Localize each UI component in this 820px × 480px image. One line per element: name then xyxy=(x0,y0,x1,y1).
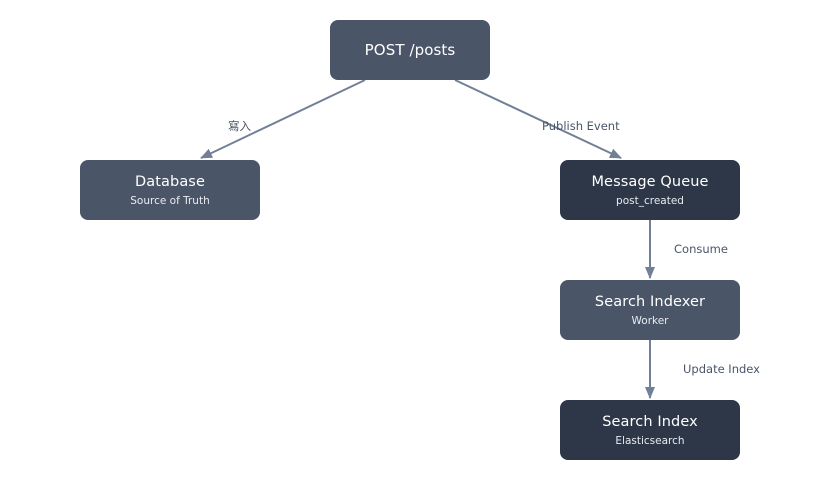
edge-label-publish: Publish Event xyxy=(542,119,620,133)
edge-label-update: Update Index xyxy=(683,362,760,376)
node-database-title: Database xyxy=(135,173,205,190)
node-message-queue-title: Message Queue xyxy=(591,173,709,190)
node-search-indexer-subtitle: Worker xyxy=(631,314,669,327)
node-database-subtitle: Source of Truth xyxy=(130,194,210,207)
node-message-queue: Message Queue post_created xyxy=(560,160,740,220)
node-search-indexer-title: Search Indexer xyxy=(594,293,706,310)
edge-label-consume: Consume xyxy=(674,242,728,256)
node-post-title: POST /posts xyxy=(364,41,456,59)
node-search-indexer: Search Indexer Worker xyxy=(560,280,740,340)
node-database: Database Source of Truth xyxy=(80,160,260,220)
node-search-index: Search Index Elasticsearch xyxy=(560,400,740,460)
node-search-index-title: Search Index xyxy=(602,413,698,430)
node-post-posts: POST /posts xyxy=(330,20,490,80)
edge-publish-arrow xyxy=(454,79,622,159)
node-search-index-subtitle: Elasticsearch xyxy=(615,434,685,447)
edge-write-arrow xyxy=(200,79,366,159)
node-message-queue-subtitle: post_created xyxy=(616,194,684,207)
edge-label-write: 寫入 xyxy=(228,119,251,133)
